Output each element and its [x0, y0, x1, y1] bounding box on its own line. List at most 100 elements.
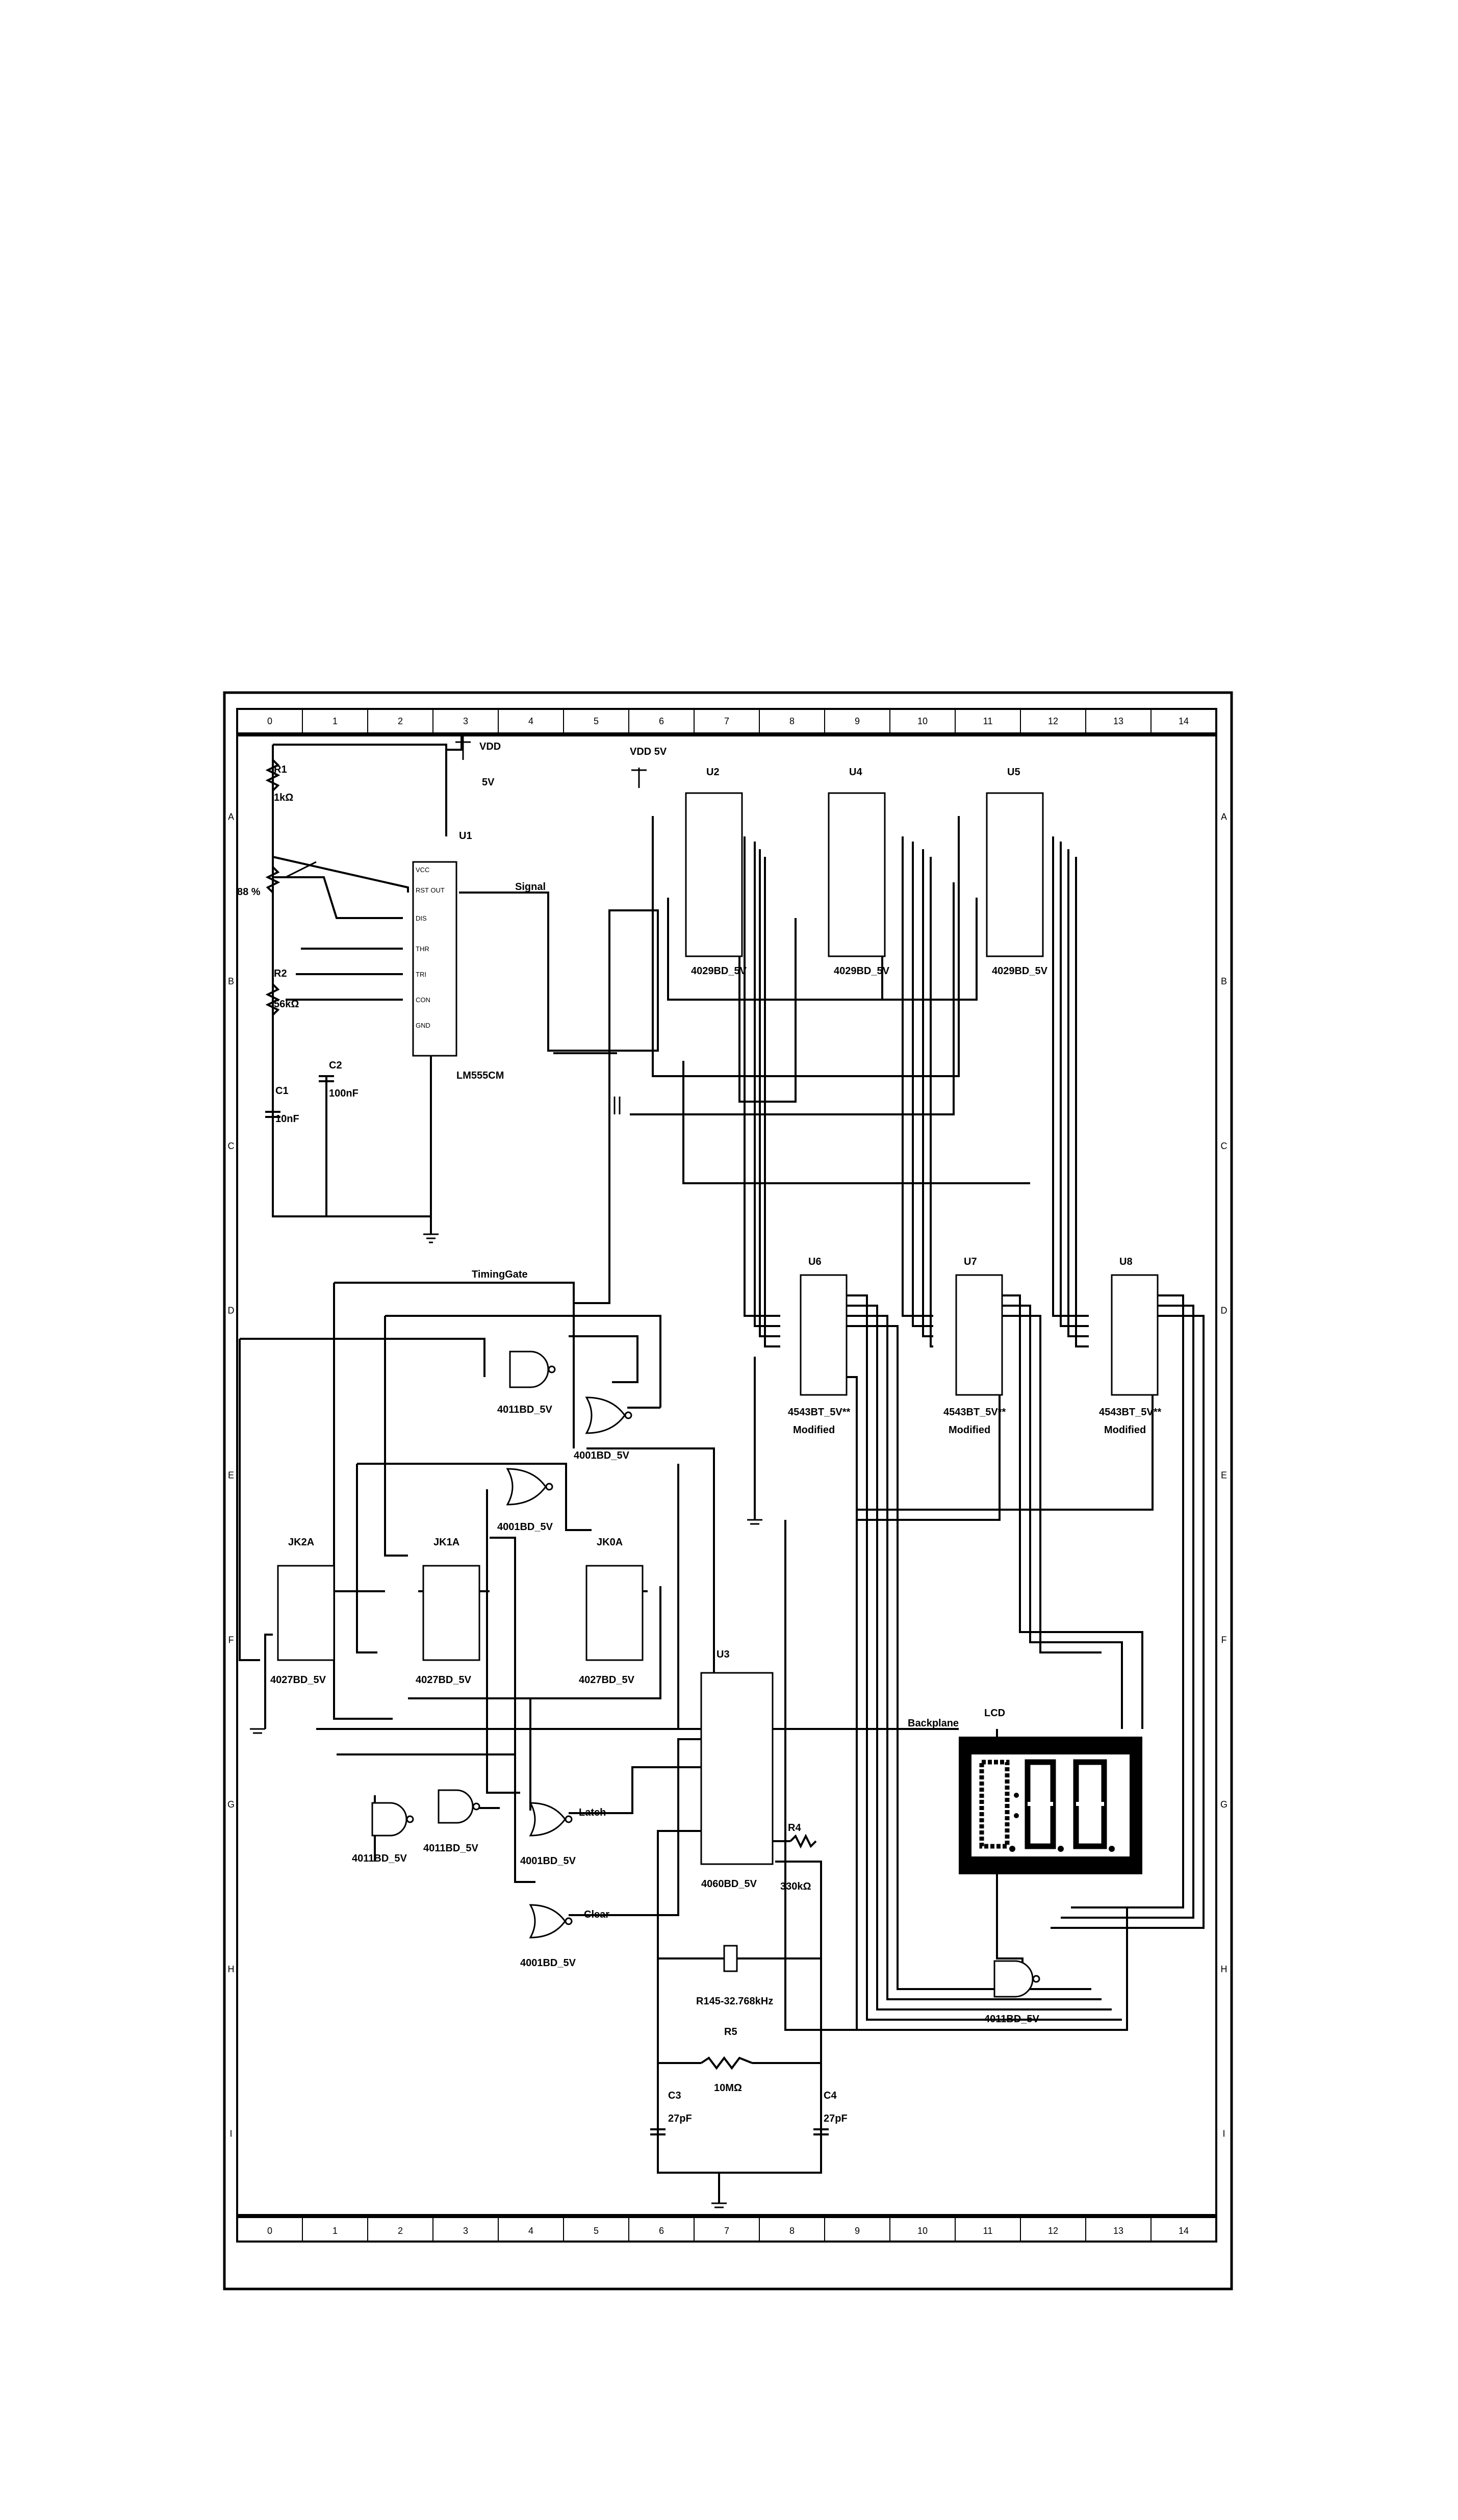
u8-note: Modified [1104, 1424, 1146, 1436]
ic-u7-decoder: U7 4543BT_5V** Modified [943, 1256, 1006, 1436]
crystal: R145-32.768kHz [696, 1945, 773, 2007]
row-label-right: G [1220, 1799, 1227, 1810]
column-label-top: 14 [1179, 716, 1189, 726]
column-label-top: 3 [463, 716, 468, 726]
ground-symbols [250, 1097, 762, 2208]
lcd-colon-top [1014, 1793, 1019, 1798]
flipflop-jk0a: JK0A 4027BD_5V [579, 1537, 644, 1686]
jk0a-part: 4027BD_5V [579, 1674, 635, 1686]
ic-u8-decoder: U8 4543BT_5V** Modified [1099, 1256, 1162, 1436]
jk1a-part: 4027BD_5V [416, 1674, 472, 1686]
column-label-bottom: 2 [398, 2226, 403, 2236]
row-label-left: C [228, 1141, 235, 1151]
potentiometer: 88 % [237, 861, 317, 898]
vdd-label: VDD [479, 741, 501, 752]
wires [239, 734, 1205, 2203]
capacitor-c2: C2 100nF [319, 1060, 359, 1099]
gate-nor-latch: 4001BD_5V [520, 1802, 576, 1867]
r5-value: 10MΩ [714, 2082, 742, 2094]
row-label-left: D [228, 1306, 235, 1316]
gate-nand-top: 4011BD_5V [497, 1351, 556, 1415]
column-label-bottom: 11 [983, 2226, 993, 2236]
u8-part: 4543BT_5V** [1099, 1407, 1162, 1418]
gate-nor-top: 4001BD_5V [574, 1396, 632, 1461]
lcd-display: LCD [959, 1708, 1142, 1874]
lcd-digit-2 [1025, 1759, 1056, 1849]
ic-u6-decoder: U6 4543BT_5V** Modified [788, 1256, 851, 1436]
u1-pin-dis: DIS [416, 914, 427, 922]
gate-nand-b1-part: 4011BD_5V [352, 1853, 407, 1864]
row-label-right: E [1221, 1470, 1227, 1481]
column-label-top: 13 [1113, 716, 1123, 726]
column-label-top: 12 [1048, 716, 1058, 726]
u4-part: 4029BD_5V [834, 965, 890, 977]
u2-ref: U2 [706, 767, 720, 778]
column-label-top: 2 [398, 716, 403, 726]
lcd-dp-3 [1109, 1846, 1115, 1852]
row-label-right: I [1222, 2129, 1225, 2139]
gate-nor-top-part: 4001BD_5V [574, 1450, 630, 1461]
row-label-left: E [228, 1470, 234, 1481]
u7-ref: U7 [964, 1256, 977, 1267]
gate-nor-mid: 4001BD_5V [497, 1468, 553, 1533]
flipflop-jk2a: JK2A 4027BD_5V [270, 1537, 335, 1686]
c4-ref: C4 [824, 2090, 837, 2101]
u1-pin-vcc: VCC [416, 866, 429, 874]
row-label-left: A [228, 811, 234, 822]
column-label-top: 0 [267, 716, 272, 726]
ic-u2-counter: U2 4029BD_5V [685, 767, 747, 977]
ic-u3-4060: U3 4060BD_5V [700, 1649, 774, 1890]
column-label-top: 4 [528, 716, 533, 726]
vdd-value: 5V [482, 777, 495, 788]
c2-ref: C2 [329, 1060, 342, 1071]
u1-pin-thr: THR [416, 945, 429, 953]
pot-value: 88 % [237, 886, 261, 898]
column-label-bottom: 1 [332, 2226, 338, 2236]
row-label-right: F [1221, 1635, 1227, 1645]
jk1a-ref: JK1A [433, 1537, 459, 1548]
u7-part: 4543BT_5V** [943, 1407, 1006, 1418]
column-label-top: 6 [659, 716, 664, 726]
column-label-top: 8 [789, 716, 795, 726]
gate-nand-b1: 4011BD_5V [352, 1802, 414, 1864]
vdd-5v-label: VDD 5V [630, 746, 667, 757]
net-latch: Latch [579, 1807, 606, 1818]
vdd-top-symbol: VDD 5V [455, 734, 501, 788]
column-label-bottom: 14 [1179, 2226, 1189, 2236]
column-label-top: 10 [917, 716, 928, 726]
c1-value: 10nF [275, 1113, 299, 1125]
u1-pin-tri: TRI [416, 971, 426, 978]
row-label-right: A [1221, 811, 1227, 822]
u6-part: 4543BT_5V** [788, 1407, 851, 1418]
u4-ref: U4 [849, 767, 862, 778]
capacitor-c1: C1 10nF [265, 1085, 299, 1125]
u5-part: 4029BD_5V [992, 965, 1048, 977]
column-label-bottom: 13 [1113, 2226, 1123, 2236]
sheet-frame [223, 691, 1233, 2290]
column-label-top: 11 [983, 716, 993, 726]
row-label-right: B [1221, 976, 1227, 986]
row-label-right: D [1221, 1306, 1227, 1316]
u6-note: Modified [793, 1424, 835, 1436]
column-label-top: 9 [855, 716, 860, 726]
c3-value: 27pF [668, 2113, 692, 2124]
column-label-bottom: 5 [594, 2226, 599, 2236]
column-label-top: 1 [332, 716, 338, 726]
gate-nor-clear: 4001BD_5V [520, 1904, 576, 1969]
lcd-dp-1 [1009, 1846, 1015, 1852]
resistor-r1: R1 1kΩ [265, 759, 293, 803]
c1-ref: C1 [275, 1085, 289, 1097]
column-label-bottom: 12 [1048, 2226, 1058, 2236]
vdd-5v-symbol: VDD 5V [630, 746, 667, 788]
column-label-bottom: 4 [528, 2226, 533, 2236]
r4-value: 330kΩ [780, 1881, 811, 1892]
jk2a-ref: JK2A [288, 1537, 314, 1548]
resistor-r4: R4 330kΩ [780, 1822, 817, 1892]
column-label-top: 5 [594, 716, 599, 726]
column-label-bottom: 9 [855, 2226, 860, 2236]
r5-ref: R5 [724, 2026, 737, 2038]
column-label-bottom: 0 [267, 2226, 272, 2236]
row-label-right: H [1221, 1964, 1227, 1974]
